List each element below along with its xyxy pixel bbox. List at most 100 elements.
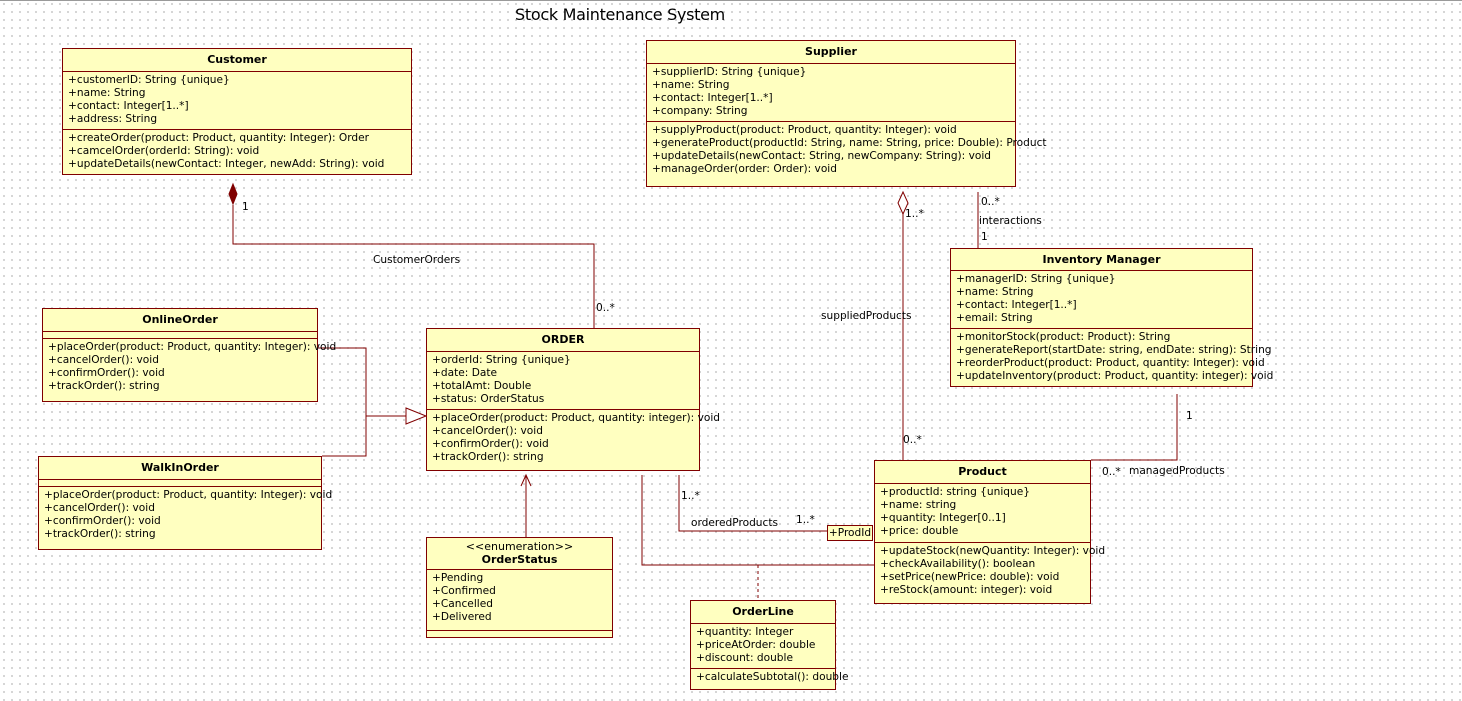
attribute-row: +Pending [432,572,484,584]
operation-row: +monitorStock(product: Product): String [956,331,1171,343]
walkin-order-class[interactable]: WalkInOrder +placeOrder(product: Product… [38,456,333,550]
attribute-row: +price: double [880,525,959,537]
class-name: Inventory Manager [951,249,1252,271]
ordered-product-multiplicity: 1..* [796,514,815,526]
operation-row: +generateProduct(productId: String, name… [652,137,1047,149]
operation-row: +cancelOrder(): void [48,354,159,366]
generalization-arrow [405,407,428,425]
operation-row: +generateReport(startDate: string, endDa… [956,344,1272,356]
customer-class[interactable]: Customer +customerID: String {unique}+na… [62,48,412,175]
order-line-class[interactable]: OrderLine +quantity: Integer+priceAtOrde… [690,600,849,690]
operations-section: +monitorStock(product: Product): String+… [951,328,1274,386]
attributes-section: +supplierID: String {unique}+name: Strin… [647,64,1015,121]
operation-row: +confirmOrder(): void [432,438,549,450]
attribute-row: +priceAtOrder: double [696,639,816,651]
operation-row: +trackOrder(): string [44,528,156,540]
interactions-manager-multiplicity: 1 [981,231,988,243]
operations-section: +supplyProduct(product: Product, quantit… [647,121,1047,186]
operation-row: +manageOrder(order: Order): void [652,163,837,175]
interactions-supplier-multiplicity: 0..* [981,196,1000,208]
supplier-class[interactable]: Supplier +supplierID: String {unique}+na… [646,40,1047,187]
product-class[interactable]: Product +productId: string {unique}+name… [874,460,1106,604]
class-name: Customer [63,49,411,72]
supplied-products-label: suppliedProducts [821,310,912,322]
class-name: Supplier [647,41,1015,64]
order-line-association [641,475,874,566]
aggregation-diamond [897,190,909,216]
attribute-row: +productId: string {unique} [880,486,1030,498]
top-border [0,0,1462,1]
attribute-row: +managerID: String {unique} [956,273,1116,285]
operations-section: +placeOrder(product: Product, quantity: … [39,486,333,549]
supplied-product-multiplicity: 0..* [903,434,922,446]
inventory-manager-class[interactable]: Inventory Manager +managerID: String {un… [950,248,1274,387]
attribute-row: +email: String [956,312,1033,324]
operation-row: +calculateSubtotal(): double [696,671,849,683]
attribute-row: +contact: Integer[1..*] [956,299,1077,311]
operations-section: +placeOrder(product: Product, quantity: … [43,338,337,401]
attributes-section: +customerID: String {unique}+name: Strin… [63,72,411,129]
attribute-row: +discount: double [696,652,793,664]
attribute-row: +status: OrderStatus [432,393,545,405]
operation-row: +checkAvailability(): boolean [880,558,1036,570]
class-name: OnlineOrder [43,309,317,332]
walkin-order-generalization [322,416,367,457]
operation-row: +camcelOrder(orderId: String): void [68,145,260,157]
class-name: ORDER [427,329,699,352]
ordered-order-multiplicity: 1..* [681,490,700,502]
operation-row: +cancelOrder(): void [44,502,155,514]
operation-row: +setPrice(newPrice: double): void [880,571,1060,583]
attribute-row: +quantity: Integer [696,626,794,638]
attribute-row: +date: Date [432,367,498,379]
attribute-row: +name: String [68,87,146,99]
managed-product-multiplicity: 0..* [1102,466,1121,478]
online-order-class[interactable]: OnlineOrder +placeOrder(product: Product… [42,308,337,402]
operations-section: +placeOrder(product: Product, quantity: … [427,409,720,470]
attribute-row: +name: String [956,286,1034,298]
operation-row: +placeOrder(product: Product, quantity: … [44,489,333,501]
operation-row: +updateStock(newQuantity: Integer): void [880,545,1106,557]
attributes-section: +productId: string {unique}+name: string… [875,484,1090,542]
prodid-qualifier[interactable]: +ProdId [827,525,873,541]
managed-products-association [1091,394,1178,461]
operation-row: +trackOrder(): string [432,451,544,463]
interactions-label: interactions [979,215,1042,227]
operation-row: +supplyProduct(product: Product, quantit… [652,124,957,136]
customer-orders-association [232,205,595,328]
class-name: OrderLine [691,601,835,624]
attribute-row: +contact: Integer[1..*] [68,100,189,112]
attribute-row: +supplierID: String {unique} [652,66,807,78]
customer-multiplicity: 1 [242,201,249,213]
attributes-section: +quantity: Integer+priceAtOrder: double+… [691,624,835,668]
attribute-row: +contact: Integer[1..*] [652,92,773,104]
literals-section: +Pending+Confirmed+Cancelled+Delivered [427,570,612,630]
attribute-row: +name: string [880,499,957,511]
attribute-row: +address: String [68,113,158,125]
order-class[interactable]: ORDER +orderId: String {unique}+date: Da… [426,328,720,471]
managed-products-label: managedProducts [1129,465,1225,477]
attribute-row: +Cancelled [432,598,493,610]
order-status-enum[interactable]: <<enumeration>> OrderStatus +Pending+Con… [426,537,613,638]
operation-row: +confirmOrder(): void [48,367,165,379]
operation-row: +updateDetails(newContact: Integer, newA… [68,158,385,170]
operation-row: +reStock(amount: integer): void [880,584,1053,596]
manager-multiplicity: 1 [1186,410,1193,422]
diagram-title: Stock Maintenance System [515,5,725,24]
operations-section: +createOrder(product: Product, quantity:… [63,129,411,174]
attributes-section: +managerID: String {unique}+name: String… [951,271,1252,328]
online-order-generalization [318,347,367,416]
attributes-section: +orderId: String {unique}+date: Date+tot… [427,352,699,409]
attribute-row: +orderId: String {unique} [432,354,571,366]
composition-diamond [228,182,238,206]
order-status-arrowhead [520,473,532,487]
ordered-products-association [678,475,827,532]
operation-row: +confirmOrder(): void [44,515,161,527]
attribute-row: +totalAmt: Double [432,380,532,392]
operation-row: +updateInventory(product: Product, quant… [956,370,1274,382]
operations-section [427,630,612,637]
operation-row: +trackOrder(): string [48,380,160,392]
operation-row: +updateDetails(newContact: String, newCo… [652,150,992,162]
operation-row: +placeOrder(product: Product, quantity: … [48,341,337,353]
supplier-aggregation-multiplicity: 1..* [905,208,924,220]
